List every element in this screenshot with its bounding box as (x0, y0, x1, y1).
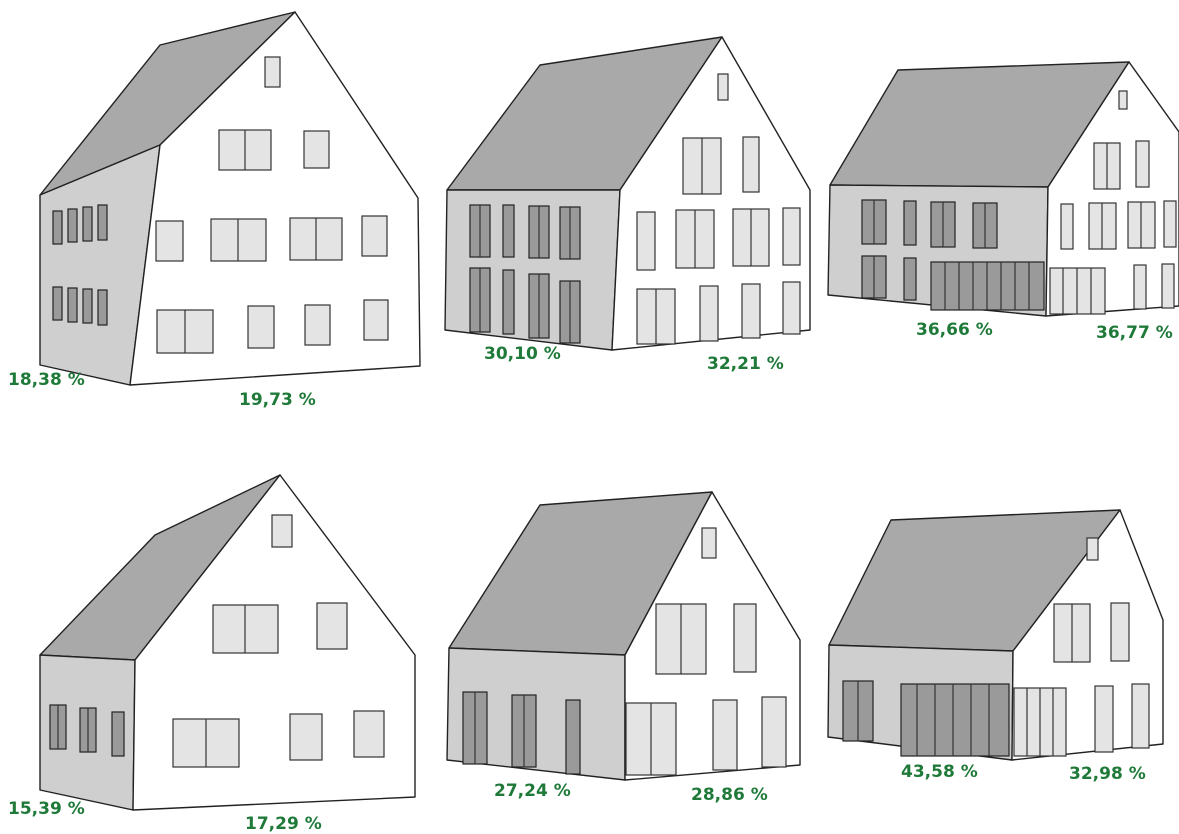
house-1-side-windows (52, 204, 108, 326)
house-1-front-windows (155, 56, 389, 354)
house-6 (827, 509, 1164, 761)
house-1 (39, 11, 421, 386)
house-5-front-percentage: 28,86 % (691, 785, 768, 805)
house-2-front-windows (636, 73, 801, 345)
house-3 (827, 61, 1179, 317)
house-2-side-windows (469, 204, 581, 344)
house-2-side-percentage: 30,10 % (484, 344, 561, 364)
house-3-side-windows (861, 199, 1045, 311)
house-6-front-percentage: 32,98 % (1069, 764, 1146, 784)
house-5-front-windows (625, 527, 787, 776)
house-6-side-windows (842, 680, 1010, 757)
house-5-side-windows (462, 691, 581, 775)
house-4 (39, 474, 416, 811)
house-5 (446, 491, 801, 781)
house-1-front-wall (129, 11, 421, 386)
house-5-side-percentage: 27,24 % (494, 781, 571, 801)
house-6-front-windows (1013, 537, 1150, 757)
house-4-front-windows (172, 514, 385, 768)
house-4-side-windows (49, 704, 125, 757)
house-1-front-percentage: 19,73 % (239, 390, 316, 410)
house-3-front-percentage: 36,77 % (1096, 323, 1173, 343)
house-4-side-percentage: 15,39 % (8, 799, 85, 819)
house-6-side-percentage: 43,58 % (901, 762, 978, 782)
house-4-front-percentage: 17,29 % (245, 814, 322, 834)
house-3-front-windows (1049, 90, 1177, 315)
house-1-side-percentage: 18,38 % (8, 370, 85, 390)
house-3-side-percentage: 36,66 % (916, 320, 993, 340)
house-2 (444, 36, 811, 351)
house-2-front-percentage: 32,21 % (707, 354, 784, 374)
